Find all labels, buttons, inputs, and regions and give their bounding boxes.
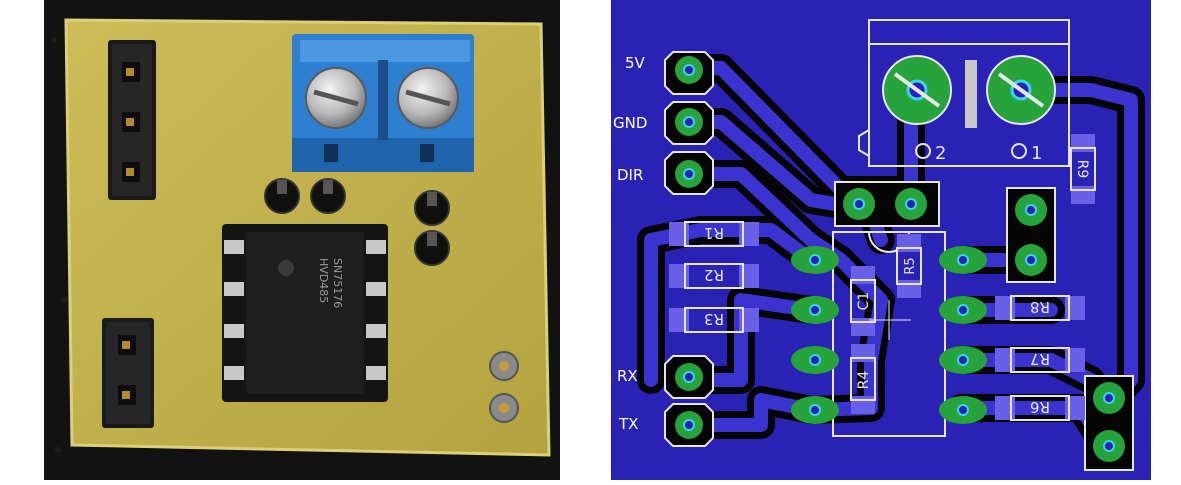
pcb-layout: 2 1 5V GND DIR RX TX <box>611 0 1151 480</box>
svg-text:R9: R9 <box>1074 160 1090 179</box>
svg-text:R2: R2 <box>704 266 724 284</box>
pcb-layout-drawing: 2 1 5V GND DIR RX TX <box>611 0 1151 480</box>
resistor-r1: R1 <box>669 221 759 247</box>
pcb-photo: SN75176 HVD485 <box>44 0 560 480</box>
pin-header-bottom <box>102 318 154 428</box>
terminal-label-2: 2 <box>935 143 946 164</box>
svg-text:R6: R6 <box>1030 398 1050 416</box>
ic-footprint <box>791 231 987 437</box>
terminal-block-outline <box>858 19 1070 167</box>
jumper-pads-bottom-right <box>1084 375 1134 471</box>
header-pad-rx <box>664 355 714 399</box>
header-labels: 5V GND DIR RX TX <box>613 54 647 433</box>
header-pad-dir <box>664 151 714 195</box>
chip-marking-line-2: HVD485 <box>317 258 330 303</box>
svg-text:R5: R5 <box>903 257 918 274</box>
resistor-r5: R5 <box>896 234 922 298</box>
screw-terminal <box>292 34 474 172</box>
jumper-pads-right <box>1006 187 1056 283</box>
ic-chip <box>246 232 364 394</box>
terminal-pads: 2 1 <box>882 55 1056 164</box>
pcb-photo-drawing: SN75176 HVD485 <box>44 0 560 480</box>
solder-joints <box>489 351 519 423</box>
resistor-r7: R7 <box>995 347 1085 373</box>
svg-text:C1: C1 <box>856 292 872 311</box>
label-dir: DIR <box>617 166 643 184</box>
label-gnd: GND <box>613 114 647 132</box>
header-pads <box>664 51 714 447</box>
smd-parts: R1 R2 R3 R4 C1 R5 <box>669 134 1096 421</box>
resistor-r6: R6 <box>995 395 1085 421</box>
terminal-label-1: 1 <box>1031 143 1042 164</box>
label-rx: RX <box>617 367 638 385</box>
label-tx: TX <box>618 415 638 433</box>
resistor-r2: R2 <box>669 263 759 289</box>
jumper-pads-top <box>834 181 940 227</box>
svg-text:R3: R3 <box>704 310 724 328</box>
resistor-r8: R8 <box>995 295 1085 321</box>
header-pad-gnd <box>664 101 714 145</box>
ic-socket: SN75176 HVD485 <box>222 224 388 402</box>
header-pad-5v <box>664 51 714 95</box>
resistor-r9: R9 <box>1070 134 1096 204</box>
resistor-r3: R3 <box>669 307 759 333</box>
pin-header-top <box>108 40 156 200</box>
resistor-r4: R4 <box>850 344 876 414</box>
svg-text:R4: R4 <box>856 371 872 390</box>
capacitor-c1: C1 <box>850 266 876 336</box>
svg-text:R7: R7 <box>1030 350 1050 368</box>
silkscreen-marks <box>869 300 911 340</box>
jumper-pins <box>264 178 450 266</box>
svg-text:R1: R1 <box>704 224 724 242</box>
chip-marking-line-1: SN75176 <box>331 258 344 308</box>
svg-text:R8: R8 <box>1030 298 1050 316</box>
header-pad-tx <box>664 403 714 447</box>
label-5v: 5V <box>625 54 646 72</box>
